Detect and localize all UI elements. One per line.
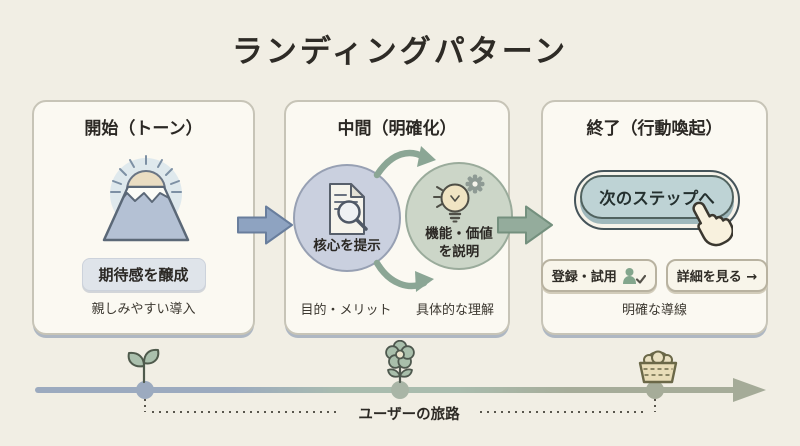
journey-dot-start xyxy=(136,381,154,399)
cycle-arrow-bottom xyxy=(373,259,434,292)
value-explanation-circle: 機能・価値 を説明 xyxy=(405,162,513,270)
card-end: 終了（行動喚起） 次のステップへ 登録・試用 詳細を見る → 明確な導線 xyxy=(540,100,769,335)
sprout-icon xyxy=(127,348,160,384)
card-middle: 中間（明確化） 核心を提示 xyxy=(284,100,513,335)
core-presentation-label: 核心を提示 xyxy=(313,237,381,254)
cta-button[interactable]: 次のステップへ xyxy=(574,170,740,230)
dotted-guide-left xyxy=(152,411,338,413)
sunrise-fuji-icon xyxy=(102,155,190,242)
card-middle-title: 中間（明確化） xyxy=(337,119,457,139)
dotted-guide-right-rise xyxy=(654,399,656,412)
see-details-label: 詳細を見る → xyxy=(676,270,758,285)
see-details-pill[interactable]: 詳細を見る → xyxy=(665,259,769,292)
secondary-actions-row: 登録・試用 詳細を見る → xyxy=(540,259,769,292)
card-end-title: 終了（行動喚起） xyxy=(586,119,723,139)
flower-icon xyxy=(385,340,415,384)
cycle-arrow-top xyxy=(373,146,436,179)
flow-arrow-middle-to-end xyxy=(497,205,553,245)
card-start-caption: 親しみやすい導入 xyxy=(91,302,196,317)
journey-arrowhead-icon xyxy=(733,378,766,402)
flow-arrow-start-to-middle xyxy=(237,205,293,245)
signup-trial-pill[interactable]: 登録・試用 xyxy=(540,259,657,292)
journey-dot-end xyxy=(646,381,664,399)
page-title: ランディングパターン xyxy=(231,34,569,70)
hand-cursor-icon xyxy=(692,201,733,247)
document-magnifier-icon xyxy=(329,182,368,235)
bulb-gear-icon xyxy=(433,174,485,223)
card-middle-caption-right: 具体的な理解 xyxy=(415,303,494,318)
card-end-caption: 明確な導線 xyxy=(621,303,687,318)
journey-label: ユーザーの旅路 xyxy=(358,407,460,423)
expectation-badge: 期待感を醸成 xyxy=(81,258,206,291)
dotted-guide-right xyxy=(480,411,648,413)
signup-trial-label: 登録・試用 xyxy=(551,270,617,285)
journey-dot-middle xyxy=(391,381,409,399)
card-middle-caption-left: 目的・メリット xyxy=(300,303,392,318)
card-start-title: 開始（トーン） xyxy=(84,119,203,139)
dotted-guide-left-drop xyxy=(144,399,146,412)
journey-line xyxy=(35,387,737,393)
card-start: 開始（トーン） 期待感を醸成 親しみやすい導入 xyxy=(32,100,255,335)
value-explanation-label-line1: 機能・価値 xyxy=(425,225,493,242)
value-explanation-label-line2: を説明 xyxy=(438,244,480,260)
user-check-icon xyxy=(622,267,646,284)
basket-icon xyxy=(638,350,678,384)
core-presentation-circle: 核心を提示 xyxy=(293,164,401,272)
